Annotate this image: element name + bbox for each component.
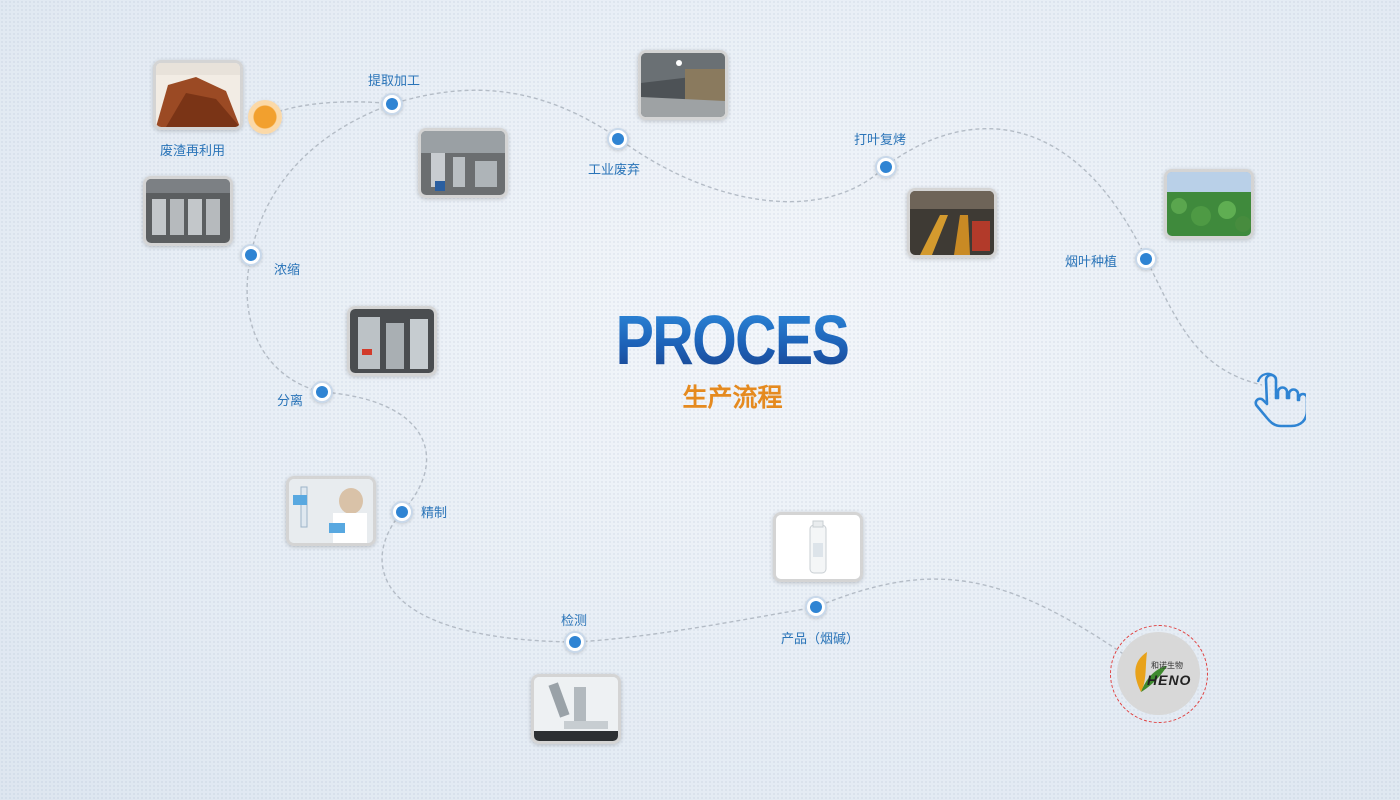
logo-cn-text: 和诺生物 [1151,661,1183,670]
thumb-product [773,512,863,582]
start-node[interactable] [248,100,282,134]
title-process: PROCESS [615,301,887,379]
label-waste-reuse: 废渣再利用 [160,144,226,159]
label-concentration: 浓缩 [274,263,301,278]
label-testing: 检测 [561,614,588,629]
thumb-extraction [418,128,508,198]
thumb-concentration [143,176,233,246]
label-extraction: 提取加工 [368,74,421,89]
thumb-separation [347,306,437,376]
label-threshing: 打叶复烤 [854,133,907,148]
node-planting[interactable] [1135,248,1157,270]
label-product: 产品（烟碱） [781,632,860,647]
thumb-industrial-waste [638,50,728,120]
node-testing[interactable] [564,631,586,653]
label-refining: 精制 [421,506,448,521]
thumb-refining [286,476,376,546]
node-concentration[interactable] [240,244,262,266]
thumb-testing [531,674,621,744]
node-extraction[interactable] [381,93,403,115]
title-production-flow: 生产流程 [682,383,783,412]
label-separation: 分离 [277,394,304,409]
thumb-planting [1164,169,1254,239]
logo-en-text: HENO [1147,672,1192,688]
thumb-waste-reuse [153,60,243,130]
node-industrial-waste[interactable] [607,128,629,150]
node-refining[interactable] [391,501,413,523]
heno-logo: 和诺生物 HENO [1110,625,1208,723]
pointer-hand-icon[interactable] [1252,372,1309,434]
node-threshing[interactable] [875,156,897,178]
label-industrial-waste: 工业废弃 [588,163,641,178]
node-product[interactable] [805,596,827,618]
node-separation[interactable] [311,381,333,403]
thumb-threshing [907,188,997,258]
label-planting: 烟叶种植 [1065,255,1118,270]
